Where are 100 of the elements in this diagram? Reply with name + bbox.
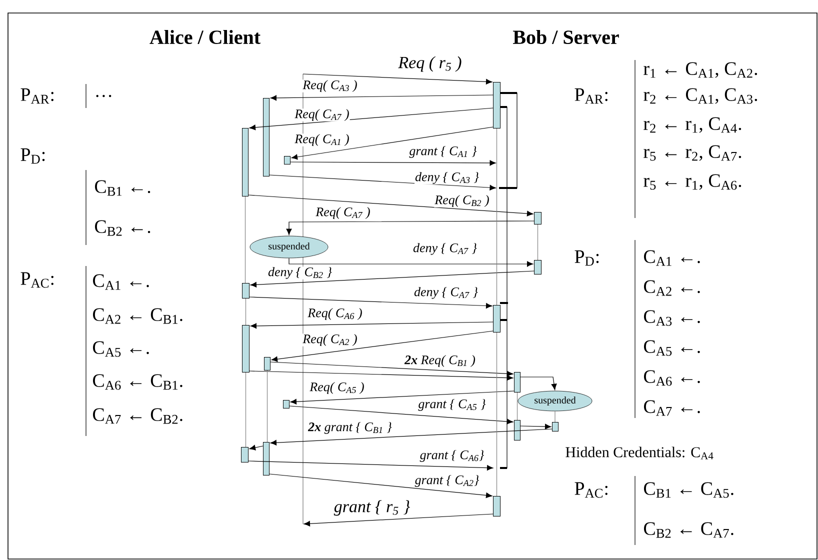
- policy-text: Hidden Credentials: C$_{A4}$: [566, 446, 714, 460]
- arrow: [270, 362, 514, 376]
- activation-bar: [263, 98, 270, 176]
- arrow: [249, 296, 492, 308]
- lifeline: [516, 392, 518, 420]
- edge-label: Req( C$_{A1}$ ): [294, 134, 350, 146]
- activation-bar: [552, 422, 558, 432]
- policy-text: r$_{2}$ ← r$_{1}$, C$_{A4}$.: [644, 117, 742, 133]
- activation-bar: [514, 420, 520, 440]
- arrow: [248, 194, 534, 216]
- edge-label: 2x grant { C$_{B1}$ }: [308, 422, 392, 434]
- policy-text: C$_{A7}$ ←.: [644, 400, 700, 416]
- policy-text: P$_{D}$:: [574, 250, 599, 266]
- policy-text: r$_{1}$ ← C$_{A1}$, C$_{A2}$.: [644, 62, 758, 78]
- activation-bar: [534, 212, 542, 224]
- policy-text: C$_{B1}$ ←.: [95, 180, 150, 196]
- arrow: [291, 126, 494, 160]
- arrow: [520, 376, 557, 390]
- arrow: [249, 108, 494, 130]
- lifeline: [244, 196, 246, 284]
- policy-text: C$_{A5}$ ←.: [644, 340, 700, 356]
- edge-label: Req( C$_{A7}$ ): [294, 108, 350, 122]
- arrow: [269, 174, 496, 190]
- policy-text: C$_{A2}$ ←.: [644, 280, 700, 296]
- arrow: [286, 220, 534, 236]
- activation-bar: [493, 496, 500, 516]
- arrow: [248, 460, 494, 471]
- policy-text: C$_{A7}$ ← C$_{B2}$.: [93, 408, 182, 424]
- policy-text: r$_{2}$ ← C$_{A1}$, C$_{A3}$.: [644, 88, 758, 104]
- lifeline: [245, 298, 246, 326]
- policy-text: P$_{D}$:: [20, 148, 45, 164]
- activation-bar: [283, 400, 290, 408]
- arrow: [270, 428, 552, 446]
- lifeline: [554, 410, 556, 422]
- policy-text: C$_{A6}$ ←.: [644, 370, 700, 386]
- activation-bar: [493, 82, 500, 128]
- arrow: [250, 270, 534, 288]
- activation-bar: [493, 305, 500, 332]
- arrow: [304, 514, 494, 526]
- activation-bar: [264, 357, 270, 370]
- activation-bar: [534, 260, 542, 274]
- edge-label: Req( C$_{A2}$ ): [302, 334, 358, 346]
- arrow: [288, 258, 534, 267]
- policy-text: C$_{B1}$ ← C$_{A5}$.: [644, 482, 734, 498]
- edge-label: deny { C$_{B2}$ }: [268, 266, 332, 280]
- arrow: [269, 474, 492, 498]
- policy-text: P$_{AR}$:: [574, 88, 608, 104]
- arrow: [249, 444, 264, 450]
- policy-text: C$_{A1}$ ←.: [93, 274, 149, 290]
- edge-label: grant { C$_{A5}$ }: [418, 398, 486, 412]
- edge-label: Req( C$_{A5}$ ): [309, 382, 365, 394]
- arrow: [290, 390, 514, 404]
- edge-label: Req ( r$_{5}$ ): [398, 56, 462, 72]
- edge-label: 2x Req( C$_{B1}$ ): [404, 354, 476, 368]
- lifeline: [245, 372, 246, 448]
- policy-text: C$_{A3}$ ←.: [644, 310, 700, 326]
- policy-text: C$_{B2}$ ←.: [95, 220, 150, 236]
- arrow: [250, 322, 494, 329]
- edge-label: grant { C$_{A6}$}: [419, 450, 485, 462]
- policy-text: C$_{A6}$ ← C$_{B1}$.: [93, 374, 182, 390]
- lifeline: [496, 128, 498, 306]
- policy-text: P$_{AC}$:: [574, 482, 608, 498]
- policy-text: r$_{5}$ ← r$_{2}$, C$_{A7}$.: [644, 145, 742, 161]
- arrow: [290, 160, 496, 166]
- policy-text: r$_{5}$ ← r$_{1}$, C$_{A6}$.: [644, 174, 742, 190]
- edge-label: Req( C$_{A6}$ ): [307, 308, 363, 320]
- edge-label: deny { C$_{A3}$ }: [414, 172, 480, 184]
- activation-bar: [284, 156, 290, 164]
- arrow: [289, 406, 514, 424]
- arrow: [520, 424, 552, 430]
- edge-label: deny { C$_{A7}$ }: [414, 286, 478, 300]
- policy-text: C$_{A2}$ ← C$_{B1}$.: [93, 308, 182, 324]
- policy-text: …: [96, 94, 112, 98]
- policy-text: C$_{B2}$ ← C$_{A7}$.: [644, 522, 734, 538]
- arrow: [249, 370, 514, 381]
- activation-bar: [242, 325, 250, 372]
- edge-label: grant { C$_{A2}$}: [414, 474, 480, 488]
- activation-bar: [263, 442, 270, 476]
- column-heading: Alice / Client: [150, 30, 260, 44]
- activation-bar: [514, 372, 520, 392]
- activation-bar: [242, 128, 248, 196]
- policy-text: C$_{A5}$ ←.: [93, 341, 149, 357]
- edge-label: Req( C$_{A7}$ ): [315, 206, 371, 220]
- edge-label: deny { C$_{A7}$ }: [412, 242, 478, 256]
- lifeline: [496, 332, 498, 496]
- activation-bar: [241, 447, 248, 462]
- activation-bar: [242, 283, 250, 298]
- policy-text: C$_{A1}$ ←.: [644, 250, 700, 266]
- column-heading: Bob / Server: [513, 30, 619, 44]
- arrow: [271, 330, 494, 362]
- edge-label: Req( C$_{B2}$ ): [434, 194, 490, 208]
- arrow: [302, 74, 492, 84]
- policy-text: P$_{AR}$:: [20, 88, 54, 104]
- policy-text: P$_{AC}$:: [20, 272, 54, 288]
- arrow: [270, 94, 494, 101]
- lifeline: [266, 370, 268, 442]
- edge-label: grant { C$_{A1}$ }: [408, 146, 478, 158]
- lifeline: [537, 224, 538, 260]
- edge-label: Req( C$_{A3}$ ): [302, 80, 358, 92]
- edge-label: grant { r$_{5}$ }: [333, 500, 411, 516]
